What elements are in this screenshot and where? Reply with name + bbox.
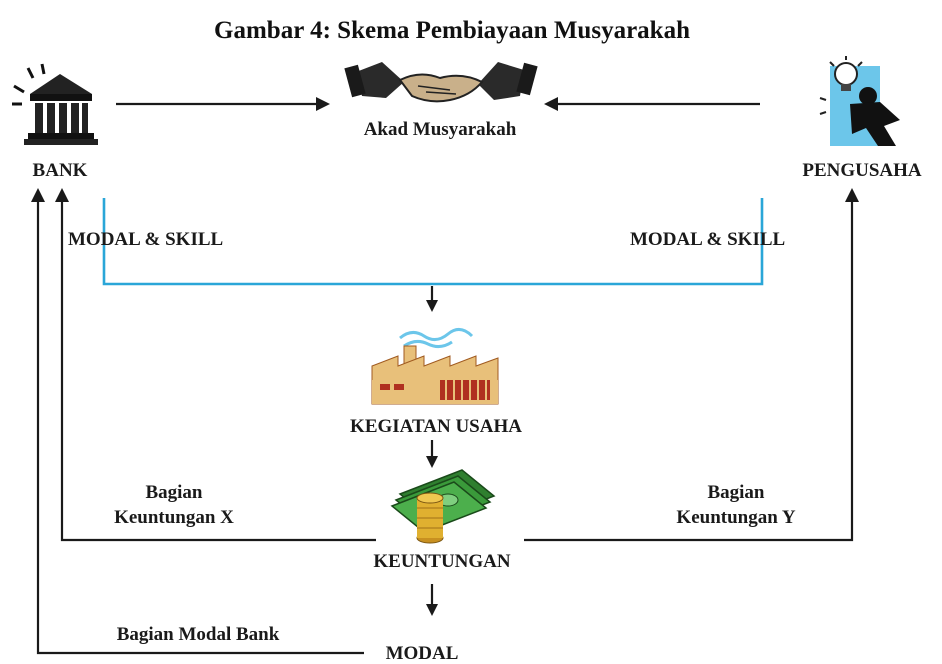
arrow-keuntungan-y-to-pengusaha	[524, 200, 854, 542]
label-bagian-y-line1: Bagian	[707, 482, 764, 503]
diagram-title: Gambar 4: Skema Pembiayaan Musyarakah	[214, 17, 690, 44]
contribution-line-pengusaha	[432, 198, 764, 286]
contribution-line-bank	[102, 198, 432, 286]
bank-building-icon	[12, 63, 98, 145]
node-modal: MODAL	[386, 643, 459, 664]
node-kegiatan-usaha: KEGIATAN USAHA	[350, 416, 522, 437]
arrow-modal-to-bank	[36, 200, 364, 655]
arrow-keuntungan-x-to-bank	[60, 200, 376, 542]
label-bagian-y-line2: Keuntungan Y	[676, 507, 795, 528]
node-akad-musyarakah: Akad Musyarakah	[364, 119, 517, 140]
label-bagian-modal-bank: Bagian Modal Bank	[117, 624, 280, 645]
money-stack-icon	[390, 469, 496, 544]
node-pengusaha: PENGUSAHA	[802, 160, 922, 181]
label-modal-skill-left: MODAL & SKILL	[68, 229, 223, 250]
entrepreneur-lightbulb-icon	[819, 56, 900, 146]
node-keuntungan: KEUNTUNGAN	[373, 551, 511, 572]
factory-icon	[371, 328, 499, 405]
label-bagian-x-line1: Bagian	[145, 482, 202, 503]
label-bagian-x-line2: Keuntungan X	[114, 507, 234, 528]
label-modal-skill-right: MODAL & SKILL	[630, 229, 785, 250]
handshake-icon	[344, 62, 538, 103]
node-bank: BANK	[33, 160, 88, 181]
